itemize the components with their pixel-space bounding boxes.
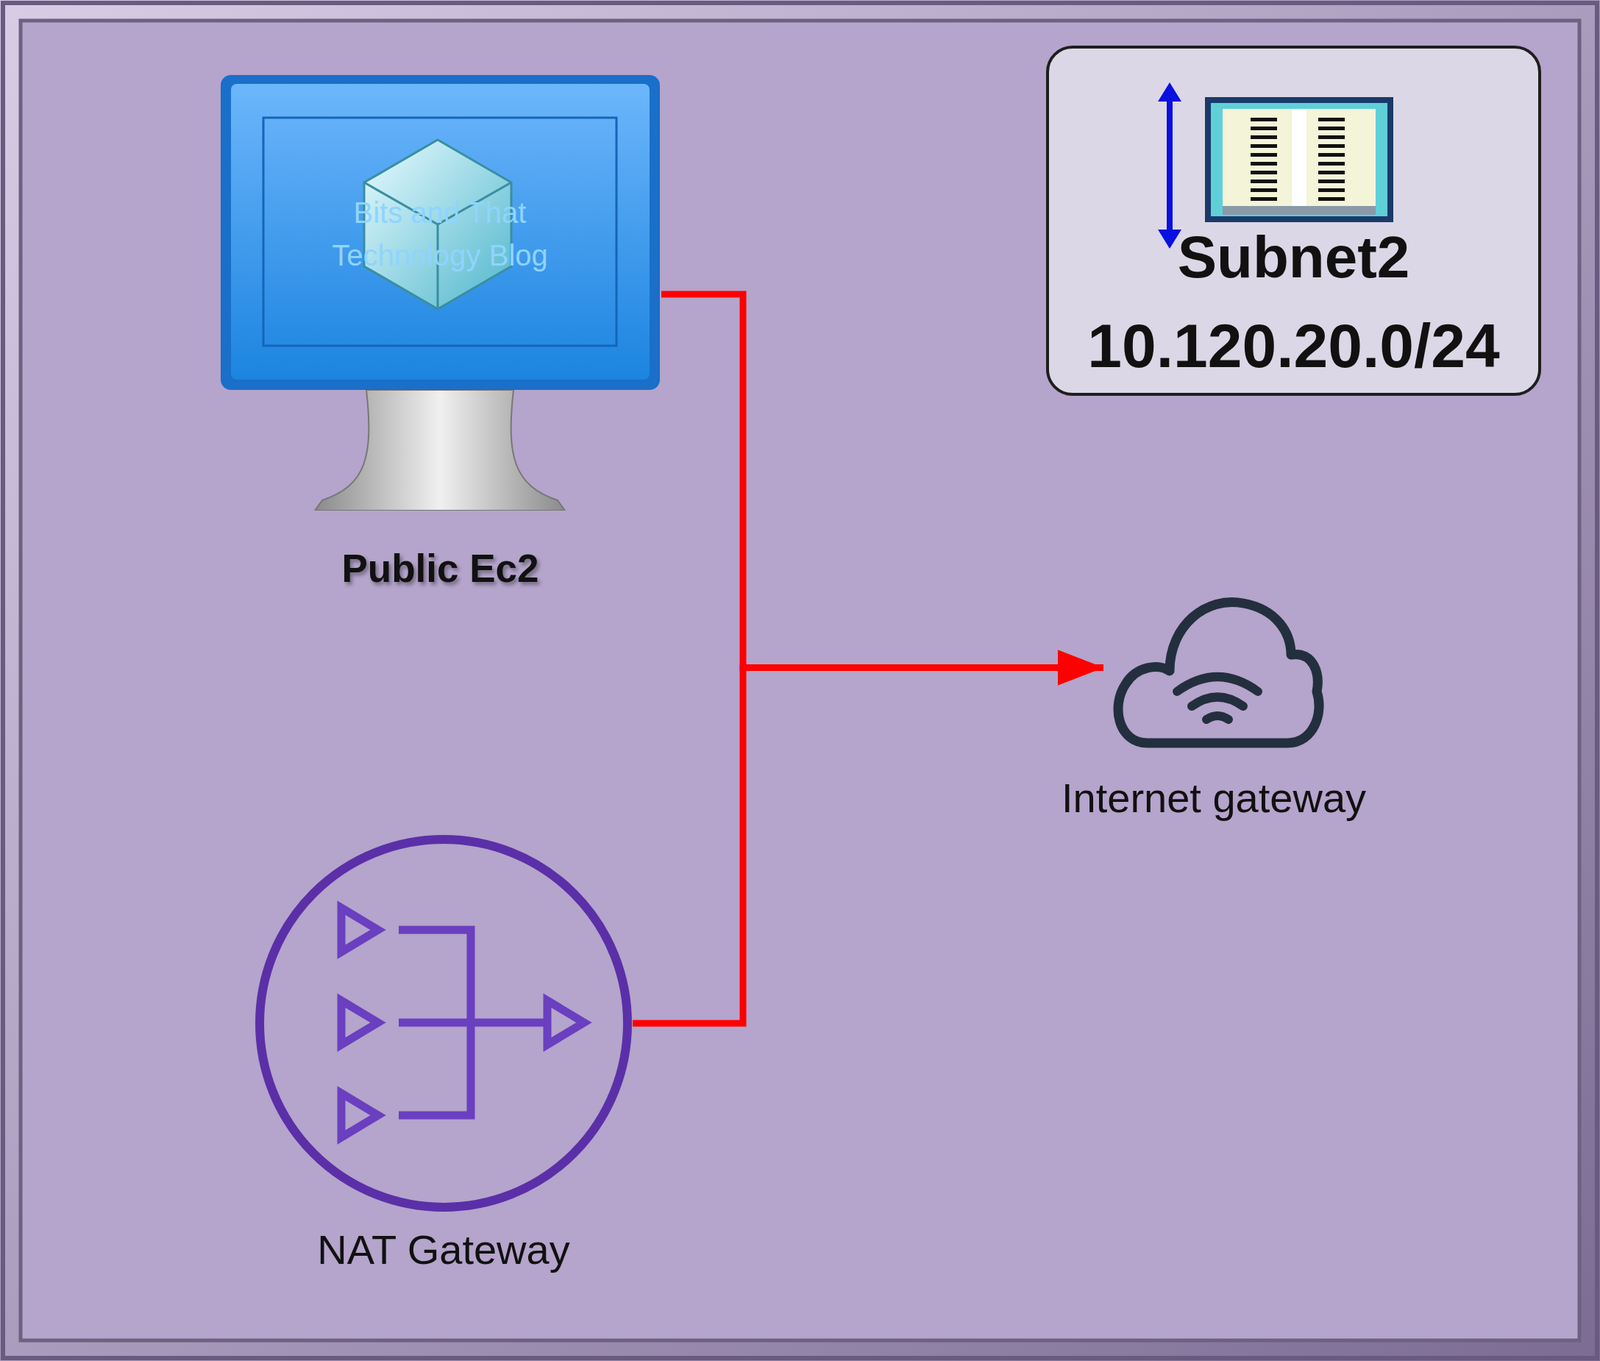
node-label: Public Ec2 xyxy=(341,545,539,591)
cidr-block: 10.120.20.0/24 xyxy=(1087,310,1500,382)
ec2-instance-icon xyxy=(219,73,662,511)
nat-gateway-icon xyxy=(254,834,633,1213)
internet-gateway-icon xyxy=(1103,581,1325,758)
subnet-name: Subnet2 xyxy=(1177,223,1411,292)
internet-gateway: Internet gateway xyxy=(1103,581,1325,758)
node-label: Internet gateway xyxy=(1061,773,1367,822)
connector xyxy=(661,294,1104,668)
node-label: NAT Gateway xyxy=(317,1225,570,1274)
watermark: Bits and That Technology Blog xyxy=(314,191,565,277)
ec2-instance: Public Ec2Bits and That Technology Blog xyxy=(219,73,662,511)
connector xyxy=(632,667,1104,1024)
subnet-label-box: Subnet2 10.120.20.0/24 xyxy=(1046,45,1542,396)
nat-gateway: NAT Gateway xyxy=(254,834,633,1213)
